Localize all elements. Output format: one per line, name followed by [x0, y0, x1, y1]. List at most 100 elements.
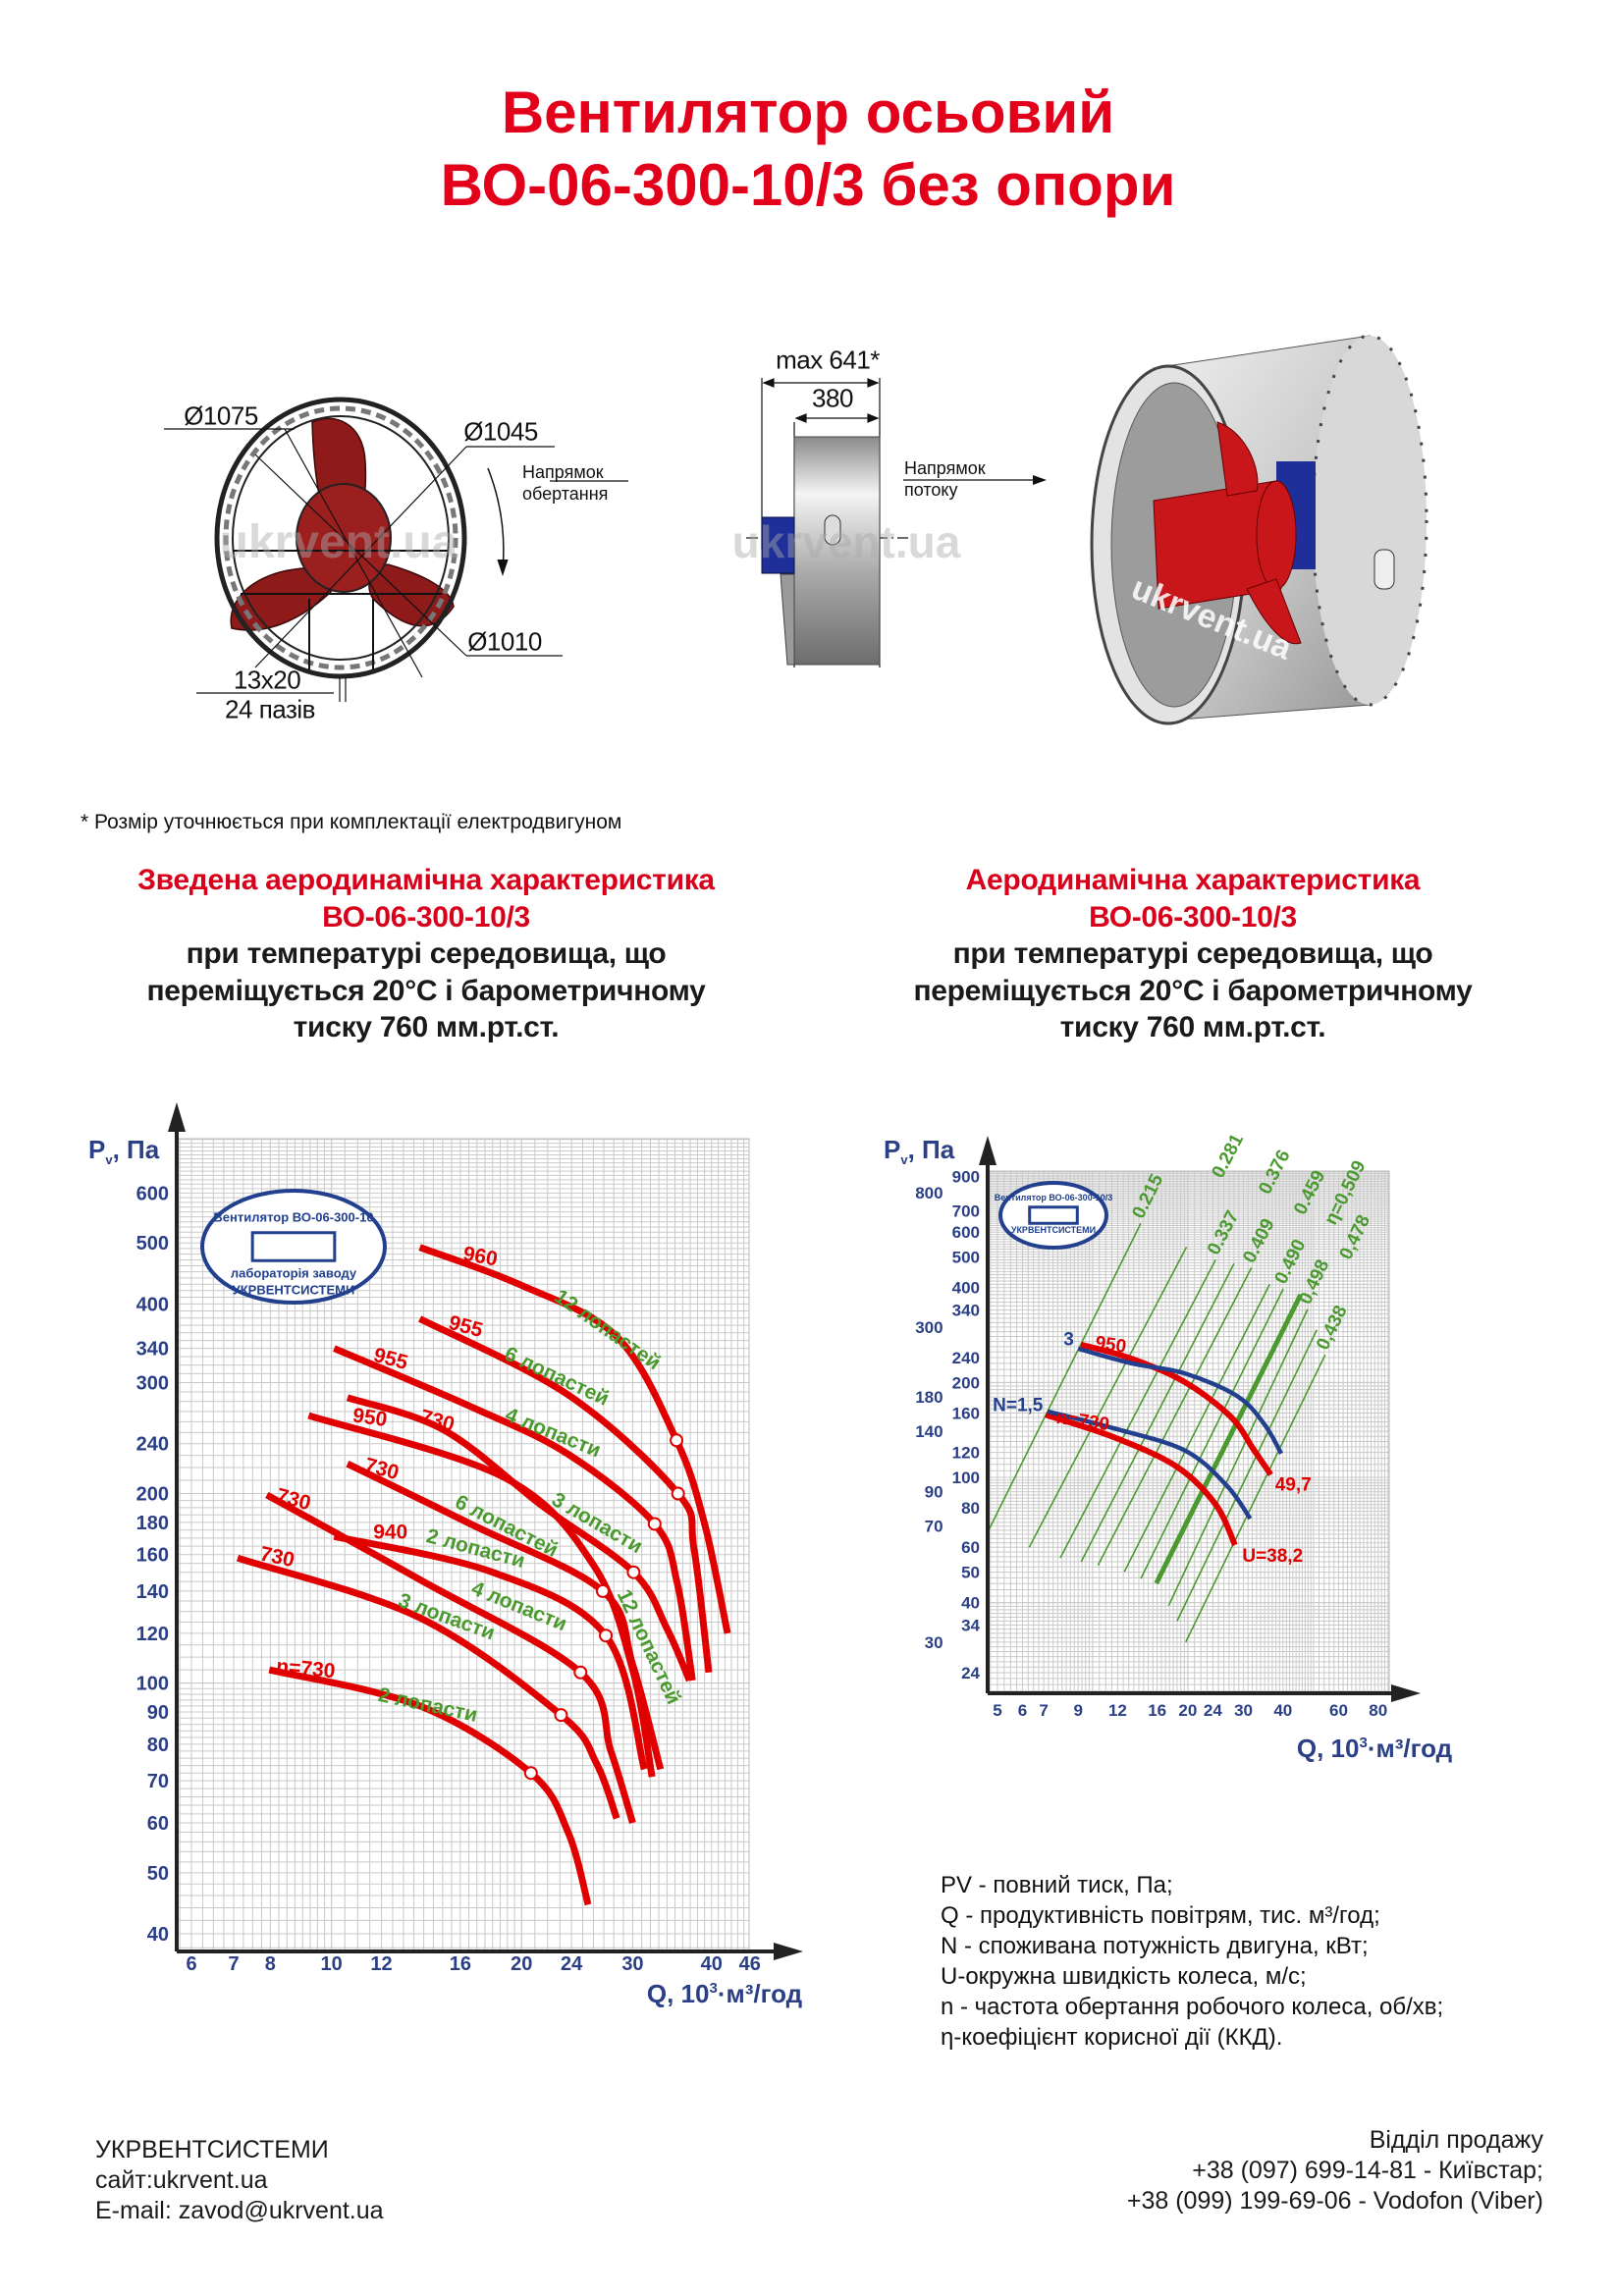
y-tick-label: 600 — [952, 1223, 980, 1242]
email-link[interactable]: E-mail: zavod@ukrvent.ua — [95, 2197, 384, 2224]
curve-label: 6 лопастей — [501, 1343, 612, 1411]
operating-point-marker — [595, 1583, 610, 1598]
y-tick-label: 800 — [915, 1184, 943, 1202]
stamp-text-bottom: УКРВЕНТСИСТЕМИ — [233, 1282, 355, 1297]
footer-sales: Відділ продажу +38 (097) 699-14-81 - Киї… — [1127, 2125, 1543, 2216]
y-tick-label: 50 — [961, 1564, 980, 1582]
y-tick-label: 80 — [961, 1499, 980, 1518]
y-tick-label: 40 — [147, 1924, 169, 1946]
x-tick-label: 80 — [1369, 1701, 1387, 1720]
y-tick-label: 300 — [915, 1318, 943, 1337]
phone-vodafone[interactable]: +38 (099) 199-69-06 - Vodofon (Viber) — [1126, 2187, 1543, 2215]
front-view-drawing: ukrvent.ua — [164, 397, 628, 702]
legend-rpm: n - частота обертання робочого колеса, о… — [941, 1994, 1444, 2020]
curve-label: n=730 — [275, 1655, 336, 1682]
inner-ring — [232, 415, 450, 661]
y-axis-arrow-icon — [168, 1102, 186, 1132]
outer-flange — [214, 397, 467, 679]
y-tick-label: 34 — [961, 1616, 980, 1634]
stamp-text-top: Вентилятор ВО-06-300-10 — [213, 1209, 373, 1224]
x-tick-label: 24 — [1204, 1701, 1222, 1720]
left-chart-heading: Зведена аеродинамічна характеристика ВО-… — [53, 862, 799, 1046]
y-tick-label: 160 — [952, 1404, 980, 1422]
efficiency-line — [1059, 1258, 1216, 1559]
page-title-line-1: Вентилятор осьовий — [501, 80, 1115, 145]
efficiency-line — [1176, 1329, 1319, 1622]
stamp-text-middle: УКРВЕНТСИСТЕМИ — [1011, 1225, 1096, 1235]
series-curve — [417, 1315, 713, 1674]
right-heading-cond-2: переміщується 20°С і барометричному — [913, 974, 1473, 1007]
x-axis-label: Q, 103·м³/год — [647, 1979, 803, 2008]
y-tick-label: 200 — [136, 1484, 169, 1506]
y-tick-label: 80 — [147, 1735, 169, 1756]
y-axis-label-sub: v — [105, 1152, 113, 1167]
x-axis-label-rest: ·м³/год — [1368, 1734, 1453, 1763]
dim-slot-count: 24 пазів — [225, 694, 315, 724]
operating-point-marker — [626, 1565, 641, 1579]
x-axis-label-main: Q, 10 — [1297, 1734, 1360, 1763]
efficiency-line — [1185, 1354, 1326, 1643]
efficiency-line — [1154, 1293, 1304, 1585]
legend-u: U-окружна швидкість колеса, м/с; — [941, 1963, 1307, 1990]
y-tick-label: 240 — [136, 1434, 169, 1456]
series-curve — [333, 1532, 648, 1771]
x-axis-arrow-icon — [1391, 1684, 1421, 1702]
curve-label: 940 — [373, 1521, 407, 1543]
series-curve — [333, 1345, 696, 1682]
series-curve — [268, 1666, 592, 1906]
fan-icon — [1028, 1205, 1079, 1225]
curve-label: 3 — [1063, 1330, 1074, 1351]
y-tick-label: 160 — [136, 1545, 169, 1567]
y-axis-label-main: P — [884, 1135, 900, 1164]
curve-label: 730 — [274, 1484, 313, 1515]
motor-support — [780, 573, 795, 666]
x-tick-label: 10 — [321, 1953, 343, 1975]
phone-kyivstar[interactable]: +38 (097) 699-14-81 - Київстар; — [1192, 2157, 1543, 2184]
y-tick-label: 300 — [136, 1373, 169, 1395]
efficiency-line — [1097, 1267, 1253, 1566]
legend: PV - повний тиск, Па; Q - продуктивність… — [941, 1870, 1443, 2053]
side-watermark: ukrvent.ua — [732, 516, 961, 567]
curve-label: 950 — [1094, 1333, 1127, 1358]
legend-eta: η-коефіцієнт корисної дії (ККД). — [941, 2024, 1283, 2051]
dim-length: 380 — [812, 383, 853, 413]
curve-label: N=1,5 — [993, 1396, 1044, 1416]
y-tick-label: 24 — [961, 1664, 980, 1682]
y-tick-label: 180 — [915, 1388, 943, 1407]
side-view-drawing: ukrvent.ua — [732, 378, 1047, 667]
curve-label: 49,7 — [1275, 1475, 1312, 1496]
left-heading-cond-1: при температурі середовища, що — [186, 937, 667, 970]
rotation-direction-line-2: обертання — [522, 484, 609, 504]
operating-point-marker — [573, 1665, 588, 1680]
legend-pv: PV - повний тиск, Па; — [941, 1872, 1173, 1898]
dim-slot-size: 13x20 — [233, 665, 301, 695]
isometric-fan-view: ukrvent.ua — [1090, 334, 1428, 725]
stamp-outline — [200, 1189, 387, 1305]
curve-label: 2 лопасти — [376, 1683, 479, 1727]
y-tick-label: 120 — [952, 1444, 980, 1463]
fan-casing — [793, 436, 881, 666]
right-chart-heading: Аеродинамічна характеристика ВО-06-300-1… — [820, 862, 1566, 1046]
right-heading-cond-3: тиску 760 мм.рт.ст. — [1059, 1011, 1326, 1043]
dimension-lines — [164, 428, 628, 702]
legend-n: N - споживана потужність двигуна, кВт; — [941, 1933, 1369, 1959]
series-curve — [1047, 1409, 1253, 1521]
y-axis-label: Pv, Па — [88, 1135, 160, 1167]
website-link[interactable]: сайт:ukrvent.ua — [95, 2166, 268, 2194]
x-tick-label: 9 — [1073, 1701, 1082, 1720]
x-tick-label: 46 — [739, 1953, 761, 1975]
y-axis-label-rest: , Па — [113, 1135, 160, 1164]
y-tick-label: 90 — [925, 1483, 943, 1502]
x-axis-label: Q, 103·м³/год — [1297, 1734, 1453, 1763]
curve-label: 950 — [351, 1404, 389, 1431]
y-tick-label: 400 — [136, 1294, 169, 1315]
operating-point-marker — [554, 1708, 568, 1723]
bolt-circle — [223, 405, 458, 670]
grid — [988, 1171, 1389, 1693]
left-heading-cond-3: тиску 760 мм.рт.ст. — [293, 1011, 560, 1043]
y-tick-label: 240 — [952, 1349, 980, 1367]
left-heading-cond-2: переміщується 20°С і барометричному — [146, 974, 706, 1007]
y-axis-label-sub: v — [900, 1152, 908, 1167]
x-tick-label: 20 — [511, 1953, 532, 1975]
